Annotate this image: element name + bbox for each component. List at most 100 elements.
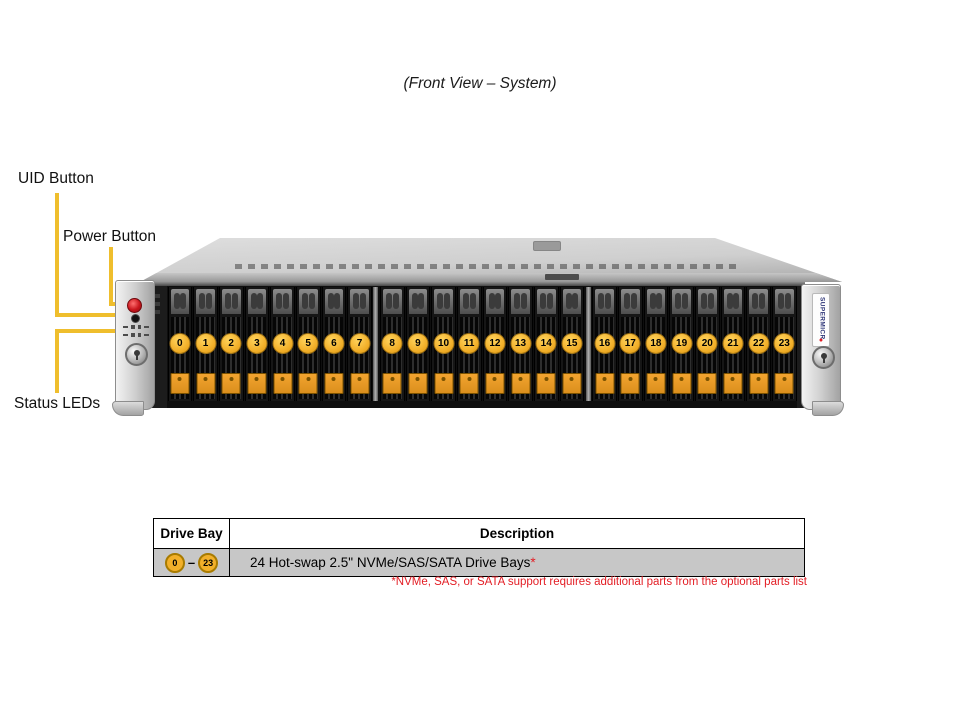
drive-tray-handle bbox=[382, 289, 402, 314]
drive-tray-latch bbox=[273, 373, 293, 394]
drive-bay: 0 bbox=[167, 287, 193, 401]
drive-bay: 14 bbox=[533, 287, 559, 401]
drive-bay-number: 6 bbox=[323, 333, 345, 354]
drive-tray-latch bbox=[382, 373, 402, 394]
drive-bay: 8 bbox=[379, 287, 405, 401]
drive-bay-number: 18 bbox=[645, 333, 667, 354]
drive-tray-latch bbox=[298, 373, 318, 394]
uid-button-label: UID Button bbox=[18, 170, 94, 187]
drive-bay: 4 bbox=[270, 287, 295, 401]
drive-bay-number: 0 bbox=[169, 333, 191, 354]
drive-tray-handle bbox=[646, 289, 666, 314]
drive-bay: 19 bbox=[669, 287, 694, 401]
uid-callout-line-horizontal bbox=[55, 313, 133, 317]
drive-bay-number: 23 bbox=[773, 333, 795, 354]
drive-tray-handle bbox=[672, 289, 691, 314]
drive-bay-number: 11 bbox=[458, 333, 480, 354]
top-pull-tab bbox=[533, 241, 562, 251]
drive-bay: 5 bbox=[295, 287, 321, 401]
drive-bay-number: 13 bbox=[510, 333, 532, 354]
drive-bay: 15 bbox=[559, 287, 585, 401]
chassis-front-panel: 0 1 2 3 4 5 6 7 bbox=[150, 282, 805, 408]
drive-tray-handle bbox=[196, 289, 215, 314]
bay-range-cell: 0 – 23 bbox=[153, 548, 230, 577]
drive-tray-latch bbox=[511, 373, 531, 394]
status-led-row bbox=[123, 325, 149, 329]
drive-tray-latch bbox=[774, 373, 794, 394]
drive-bay-row: 0 1 2 3 4 5 6 7 bbox=[167, 287, 797, 401]
drive-bay-number: 22 bbox=[748, 333, 770, 354]
drive-tray-latch bbox=[749, 373, 769, 394]
drive-tray-handle bbox=[697, 289, 717, 314]
power-button bbox=[127, 298, 142, 313]
drive-tray-handle bbox=[620, 289, 640, 314]
drive-bay: 13 bbox=[508, 287, 533, 401]
drive-bay-number: 8 bbox=[381, 333, 403, 354]
chassis-top-panel bbox=[140, 238, 842, 282]
drive-tray-handle bbox=[749, 289, 768, 314]
drive-bay: 6 bbox=[321, 287, 347, 401]
drive-bay-number: 10 bbox=[433, 333, 455, 354]
drive-bay-number: 3 bbox=[246, 333, 268, 354]
supermicro-logo: SUPERMICR ● bbox=[812, 293, 830, 347]
drive-tray-latch bbox=[350, 373, 370, 394]
drive-tray-handle bbox=[350, 289, 369, 314]
drive-bay: 12 bbox=[482, 287, 508, 401]
supermicro-logo-text: SUPERMICR bbox=[818, 296, 826, 340]
drive-bay-number: 5 bbox=[297, 333, 319, 354]
drive-bay: 22 bbox=[746, 287, 771, 401]
bay-group-divider bbox=[373, 287, 379, 401]
right-ear: SUPERMICR ● bbox=[801, 284, 844, 416]
bay-range-dash: – bbox=[187, 554, 196, 570]
drive-tray-latch bbox=[459, 373, 479, 394]
description-asterisk: * bbox=[530, 555, 536, 570]
drive-tray-handle bbox=[723, 289, 743, 314]
drive-bay: 1 bbox=[193, 287, 218, 401]
drive-tray-latch bbox=[536, 373, 556, 394]
bay-start-badge: 0 bbox=[164, 552, 185, 573]
status-callout-line-vertical bbox=[55, 329, 59, 393]
drive-bay-spec-table: Drive Bay Description 0 – 23 24 Hot-swap… bbox=[153, 518, 805, 577]
drive-bay-number: 12 bbox=[484, 333, 506, 354]
right-lock-keyhole bbox=[812, 346, 835, 369]
drive-tray-latch bbox=[595, 373, 615, 394]
drive-tray-latch bbox=[408, 373, 428, 394]
drive-tray-latch bbox=[434, 373, 454, 394]
drive-tray-latch bbox=[672, 373, 692, 394]
drive-bay-number: 14 bbox=[535, 333, 557, 354]
status-led-row bbox=[123, 333, 149, 337]
uid-button bbox=[131, 314, 140, 323]
description-column-header: Description bbox=[229, 518, 805, 549]
top-edge-latch bbox=[545, 274, 579, 280]
drive-bay-number: 19 bbox=[671, 333, 693, 354]
drive-tray-latch bbox=[697, 373, 717, 394]
drive-bay: 2 bbox=[218, 287, 244, 401]
drive-tray-latch bbox=[562, 373, 582, 394]
drive-tray-handle bbox=[511, 289, 530, 314]
drive-tray-latch bbox=[170, 373, 190, 394]
drive-tray-latch bbox=[646, 373, 666, 394]
drive-tray-handle bbox=[562, 289, 582, 314]
drive-tray-latch bbox=[247, 373, 267, 394]
drive-bay-number: 9 bbox=[407, 333, 429, 354]
power-button-label: Power Button bbox=[63, 228, 157, 245]
status-leds bbox=[123, 325, 149, 341]
drive-tray-handle bbox=[273, 289, 292, 314]
left-ear-control-panel bbox=[112, 280, 155, 416]
drive-bay-number: 4 bbox=[272, 333, 294, 354]
drive-tray-handle bbox=[170, 289, 190, 314]
drive-bay: 18 bbox=[643, 287, 669, 401]
status-leds-label: Status LEDs bbox=[14, 395, 101, 412]
supermicro-logo-dot: ● bbox=[818, 337, 824, 345]
drive-bay-number: 2 bbox=[220, 333, 242, 354]
drive-bay-number: 1 bbox=[195, 333, 216, 354]
drive-tray-handle bbox=[536, 289, 556, 314]
drive-bay-number: 17 bbox=[619, 333, 641, 354]
power-callout-line-vertical bbox=[109, 247, 113, 306]
drive-bay: 10 bbox=[431, 287, 456, 401]
top-vent-slots bbox=[235, 264, 737, 269]
status-callout-line-horizontal bbox=[55, 329, 127, 333]
drive-tray-handle bbox=[434, 289, 453, 314]
drive-bay-number: 16 bbox=[594, 333, 616, 354]
